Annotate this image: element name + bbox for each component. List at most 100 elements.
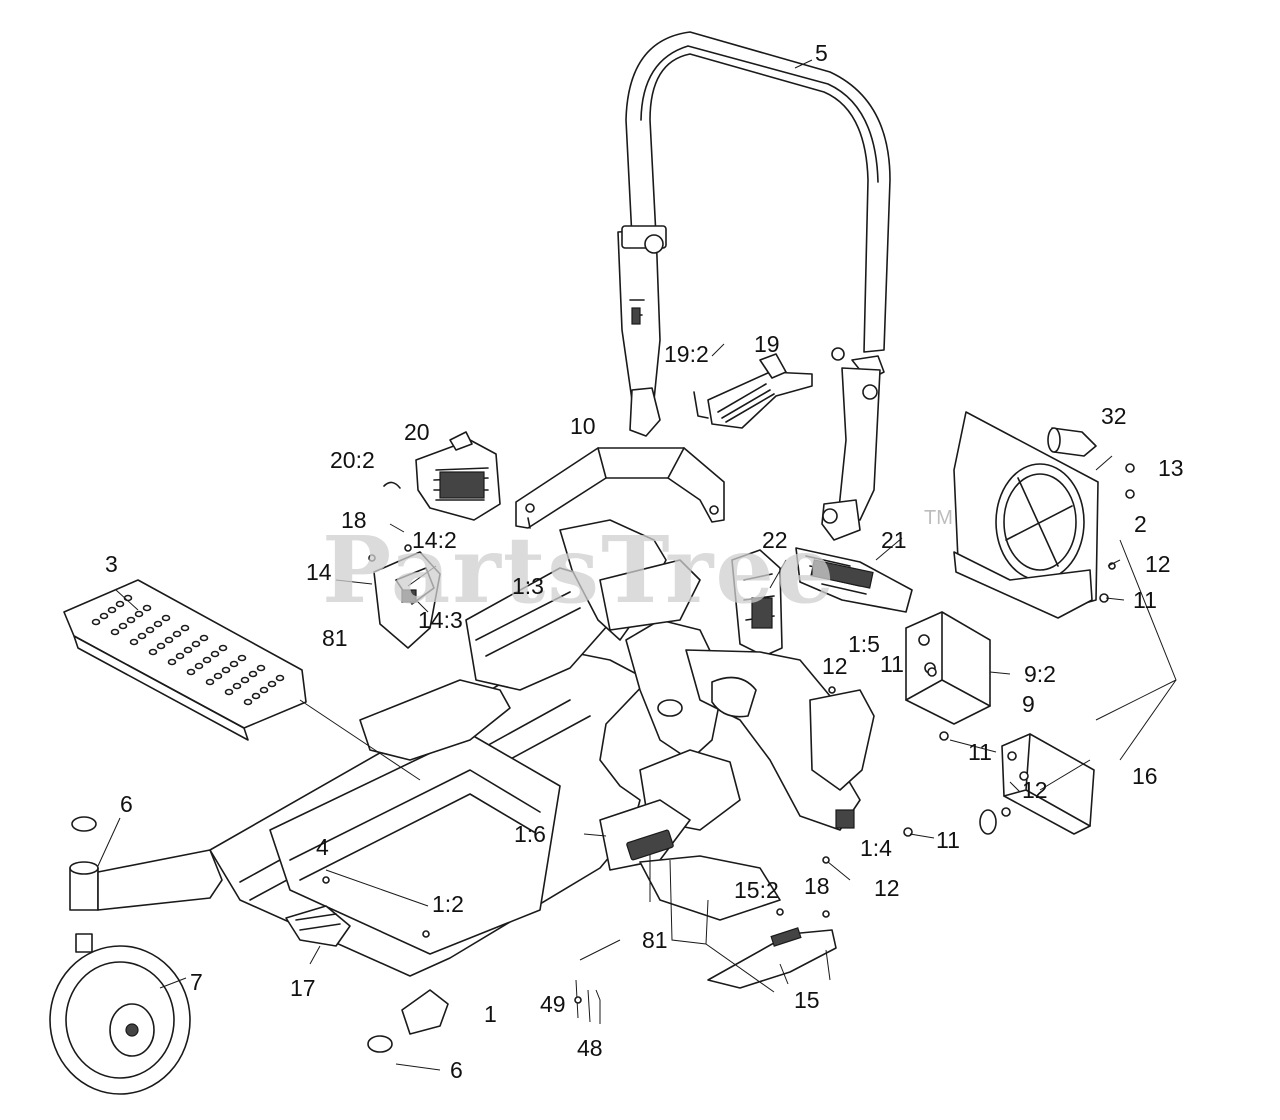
footplate-hole <box>199 634 209 642</box>
callout-13: 13 <box>1158 455 1184 481</box>
callout-6b: 6 <box>450 1057 463 1083</box>
callout-labels: 5 19:2 19 32 13 2 12 11 10 20 20:2 18 14… <box>105 40 1184 1083</box>
footplate-hole <box>256 664 266 672</box>
callout-1-2: 1:2 <box>432 891 464 917</box>
callout-15-2: 15:2 <box>734 877 779 903</box>
footplate-hole <box>221 666 231 674</box>
footplate-hole <box>210 650 220 658</box>
footplate-hole <box>259 686 269 694</box>
callout-1-5: 1:5 <box>848 631 880 657</box>
callout-11d: 11 <box>936 827 960 853</box>
callout-81a: 81 <box>322 625 348 651</box>
main-frame <box>209 519 875 1053</box>
part-32-knob <box>1047 427 1097 457</box>
watermark-text: PartsTree <box>322 516 836 624</box>
callout-16: 16 <box>1132 763 1158 789</box>
footplate-hole <box>161 614 171 622</box>
part-3-footplate <box>63 579 307 741</box>
callout-14: 14 <box>306 559 332 585</box>
footplate-hole <box>237 654 247 662</box>
footplate-hole <box>275 674 285 682</box>
footplate-hole <box>267 680 277 688</box>
callout-1-3: 1:3 <box>512 573 544 599</box>
footplate-hole <box>137 632 147 640</box>
callout-17: 17 <box>290 975 316 1001</box>
footplate-hole <box>251 692 261 700</box>
callout-5: 5 <box>815 40 828 66</box>
footplate-hole <box>205 678 215 686</box>
part-10-bar <box>515 447 725 529</box>
footplate-hole <box>218 644 228 652</box>
footplate-hole <box>110 628 120 636</box>
callout-11c: 11 <box>968 739 992 765</box>
callout-6a: 6 <box>120 791 133 817</box>
footplate-hole <box>148 648 158 656</box>
footplate-hole <box>186 668 196 676</box>
footplate-holes <box>91 594 285 706</box>
footplate-hole <box>240 676 250 684</box>
callout-81b: 81 <box>642 927 668 953</box>
part-16-bracket <box>979 733 1095 835</box>
callout-11a: 11 <box>1133 587 1157 613</box>
footplate-hole <box>107 606 117 614</box>
footplate-hole <box>243 698 253 706</box>
footplate-hole <box>118 622 128 630</box>
part-19-bracket <box>693 353 813 429</box>
callout-21: 21 <box>881 527 907 553</box>
part-9-bracket <box>905 611 991 725</box>
partstree-watermark: PartsTree TM <box>322 507 953 624</box>
footplate-hole <box>123 594 133 602</box>
part-22-seat-pad <box>731 549 783 657</box>
callout-1: 1 <box>484 1001 497 1027</box>
footplate-hole <box>232 682 242 690</box>
footplate-hole <box>167 658 177 666</box>
part-20-cover <box>383 431 501 521</box>
caster-assembly <box>49 816 223 1095</box>
footplate-hole <box>156 642 166 650</box>
footplate-hole <box>164 636 174 644</box>
callout-19-2: 19:2 <box>664 341 709 367</box>
footplate-hole <box>248 670 258 678</box>
footplate-hole <box>91 618 101 626</box>
rops-roll-bar <box>617 31 891 541</box>
callout-32: 32 <box>1101 403 1127 429</box>
callout-20-2: 20:2 <box>330 447 375 473</box>
footplate-hole <box>213 672 223 680</box>
footplate-hole <box>180 624 190 632</box>
part-15-plate <box>707 927 837 989</box>
footplate-hole <box>153 620 163 628</box>
footplate-hole <box>202 656 212 664</box>
footplate-hole <box>145 626 155 634</box>
footplate-hole <box>224 688 234 696</box>
footplate-hole <box>194 662 204 670</box>
footplate-hole <box>99 612 109 620</box>
callout-2: 2 <box>1134 511 1147 537</box>
callout-1-4: 1:4 <box>860 835 892 861</box>
callout-12d: 12 <box>874 875 900 901</box>
callout-14-2: 14:2 <box>412 527 457 553</box>
footplate-hole <box>142 604 152 612</box>
footplate-hole <box>115 600 125 608</box>
callout-11b: 11 <box>880 651 904 677</box>
callout-10: 10 <box>570 413 596 439</box>
callout-49: 49 <box>540 991 566 1017</box>
part-14-shroud <box>368 544 441 649</box>
callout-9-2: 9:2 <box>1024 661 1056 687</box>
callout-15: 15 <box>794 987 820 1013</box>
callout-4: 4 <box>316 834 329 860</box>
part-21-seat-pad <box>795 547 913 613</box>
footplate-hole <box>229 660 239 668</box>
footplate-hole <box>126 616 136 624</box>
callout-12a: 12 <box>1145 551 1171 577</box>
callout-7: 7 <box>190 969 203 995</box>
part-2-rear-panel <box>953 411 1135 619</box>
callout-12c: 12 <box>1022 777 1048 803</box>
footplate-hole <box>175 652 185 660</box>
callout-9: 9 <box>1022 691 1035 717</box>
watermark-trademark: TM <box>924 507 953 529</box>
leader-lines <box>97 343 1177 1071</box>
footplate-hole <box>172 630 182 638</box>
callout-18a: 18 <box>341 507 367 533</box>
callout-48: 48 <box>577 1035 603 1061</box>
